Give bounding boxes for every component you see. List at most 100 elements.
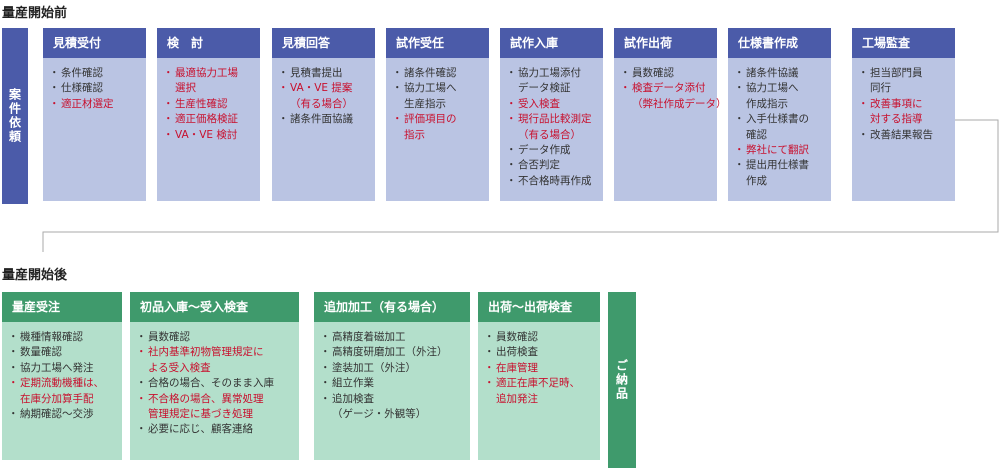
pre-step-5: 試作入庫協力工場添付データ検証受入検査現行品比較測定（有る場合）データ作成合否判… [500, 28, 603, 201]
step-detail-line: 出荷検査 [484, 345, 594, 361]
step-details: 員数確認出荷検査在庫管理適正在庫不足時、追加発注 [478, 322, 600, 460]
step-detail-line: 選択 [175, 82, 196, 95]
step-details: 諸条件確認協力工場へ生産指示評価項目の指示 [386, 58, 489, 201]
step-detail-line: データ検証 [518, 82, 571, 95]
step-detail-line: 諸条件協議 [734, 66, 825, 82]
step-detail-line: 協力工場へ [392, 81, 483, 97]
step-details: 見積書提出VA・VE 提案（有る場合） 諸条件面協議 [272, 58, 375, 201]
step-detail-line: 現行品比較測定 [506, 112, 597, 128]
post-step-3: 追加加工（有る場合）高精度着磁加工高精度研磨加工（外注）塗装加工（外注）組立作業… [314, 292, 470, 460]
step-detail-line: 見積書提出 [278, 66, 369, 82]
step-title: 出荷～出荷検査 [478, 292, 600, 322]
end-label-delivery: ご納品 [608, 292, 636, 468]
step-detail-line: 員数確認 [484, 330, 594, 346]
step-detail-line: 管理規定に基づき処理 [148, 408, 253, 421]
step-detail-line: 機種情報確認 [8, 330, 116, 346]
post-production-title: 量産開始後 [2, 268, 68, 283]
step-detail-line: 評価項目の [392, 112, 483, 128]
step-detail-line: 適正材選定 [49, 97, 140, 113]
step-detail-line: 受入検査 [506, 97, 597, 113]
step-detail-line: 追加発注 [496, 392, 538, 405]
step-detail-line: 不合格の場合、異常処理 [136, 392, 293, 408]
step-detail-line: 仕様確認 [49, 81, 140, 97]
pre-step-3: 見積回答見積書提出VA・VE 提案（有る場合） 諸条件面協議 [272, 28, 375, 201]
step-detail-line: 在庫分加算手配 [20, 392, 94, 405]
step-detail-line: 改善事項に [858, 97, 949, 113]
step-detail-line: 定期流動機種は、 [8, 376, 116, 392]
step-detail-line: 確認 [746, 128, 767, 141]
step-detail-line: 諸条件確認 [392, 66, 483, 82]
step-detail-line: 指示 [404, 128, 425, 141]
step-detail-line: 適正在庫不足時、 [484, 376, 594, 392]
step-detail-line: 検査データ添付 [620, 81, 711, 97]
step-details: 諸条件協議協力工場へ作成指示入手仕様書の確認弊社にて翻訳提出用仕様書作成 [728, 58, 831, 201]
pre-step-4: 試作受任諸条件確認協力工場へ生産指示評価項目の指示 [386, 28, 489, 201]
step-detail-line: 必要に応じ、顧客連絡 [136, 422, 293, 438]
step-detail-line: 入手仕様書の [734, 112, 825, 128]
step-detail-line: データ作成 [506, 143, 597, 159]
step-detail-line: 高精度研磨加工（外注） [320, 345, 464, 361]
step-detail-line: VA・VE 提案 [278, 81, 369, 97]
step-detail-line: 協力工場へ発注 [8, 361, 116, 377]
step-detail-line: 協力工場へ [734, 81, 825, 97]
step-title: 見積受付 [43, 28, 146, 58]
step-detail-line: 員数確認 [136, 330, 293, 346]
step-title: 試作出荷 [614, 28, 717, 58]
step-detail-line: 作成 [746, 174, 767, 187]
step-detail-line: よる受入検査 [148, 361, 211, 374]
step-detail-line: 不合格時再作成 [506, 174, 597, 190]
step-detail-line: 作成指示 [746, 97, 788, 110]
step-detail-line: 生産性確認 [163, 97, 254, 113]
step-title: 初品入庫～受入検査 [130, 292, 299, 322]
step-detail-line: 最適協力工場 [163, 66, 254, 82]
step-detail-line: 数量確認 [8, 345, 116, 361]
step-title: 工場監査 [852, 28, 955, 58]
step-details: 最適協力工場選択生産性確認適正価格検証VA・VE 検討 [157, 58, 260, 201]
step-title: 追加加工（有る場合） [314, 292, 470, 322]
step-details: 機種情報確認数量確認協力工場へ発注定期流動機種は、在庫分加算手配納期確認～交渉 [2, 322, 122, 460]
post-step-2: 初品入庫～受入検査員数確認社内基準初物管理規定による受入検査合格の場合、そのまま… [130, 292, 299, 460]
step-detail-line: 改善結果報告 [858, 128, 949, 144]
step-details: 条件確認仕様確認適正材選定 [43, 58, 146, 201]
step-detail-line: 同行 [870, 82, 891, 95]
step-details: 員数確認社内基準初物管理規定による受入検査合格の場合、そのまま入庫不合格の場合、… [130, 322, 299, 460]
step-detail-line: 在庫管理 [484, 361, 594, 377]
step-title: 量産受注 [2, 292, 122, 322]
step-detail-line: 納期確認～交渉 [8, 407, 116, 423]
step-detail-line: 条件確認 [49, 66, 140, 82]
step-detail-line: 協力工場添付 [506, 66, 597, 82]
step-title: 試作受任 [386, 28, 489, 58]
pre-step-6: 試作出荷員数確認検査データ添付（弊社作成データ） [614, 28, 727, 201]
step-detail-line: （ゲージ・外観等） [332, 408, 427, 421]
step-detail-line: 対する指導 [870, 113, 923, 126]
step-detail-line: （有る場合） [290, 97, 353, 110]
step-detail-line: 担当部門員 [858, 66, 949, 82]
step-detail-line: 弊社にて翻訳 [734, 143, 825, 159]
step-detail-line: 提出用仕様書 [734, 158, 825, 174]
step-detail-line: 組立作業 [320, 376, 464, 392]
start-label-request: 案件依頼 [2, 28, 28, 204]
step-detail-line: 諸条件面協議 [278, 112, 369, 128]
step-details: 員数確認検査データ添付（弊社作成データ） [614, 58, 727, 201]
post-step-1: 量産受注機種情報確認数量確認協力工場へ発注定期流動機種は、在庫分加算手配納期確認… [2, 292, 122, 460]
post-step-4: 出荷～出荷検査員数確認出荷検査在庫管理適正在庫不足時、追加発注 [478, 292, 600, 460]
step-detail-line: 社内基準初物管理規定に [136, 345, 293, 361]
pre-step-7: 仕様書作成諸条件協議協力工場へ作成指示入手仕様書の確認弊社にて翻訳提出用仕様書作… [728, 28, 831, 201]
step-detail-line: 塗装加工（外注） [320, 361, 464, 377]
pre-production-title: 量産開始前 [2, 6, 68, 21]
step-detail-line: VA・VE 検討 [163, 128, 254, 144]
step-detail-line: （弊社作成データ） [632, 97, 727, 110]
step-detail-line: 合格の場合、そのまま入庫 [136, 376, 293, 392]
step-details: 協力工場添付データ検証受入検査現行品比較測定（有る場合）データ作成合否判定不合格… [500, 58, 603, 201]
step-title: 見積回答 [272, 28, 375, 58]
step-detail-line: 追加検査 [320, 392, 464, 408]
step-detail-line: 生産指示 [404, 97, 446, 110]
pre-step-8: 工場監査担当部門員同行改善事項に対する指導改善結果報告 [852, 28, 955, 201]
step-title: 仕様書作成 [728, 28, 831, 58]
pre-step-2: 検 討最適協力工場選択生産性確認適正価格検証VA・VE 検討 [157, 28, 260, 201]
step-detail-line: 員数確認 [620, 66, 711, 82]
step-detail-line: 適正価格検証 [163, 112, 254, 128]
step-title: 検 討 [157, 28, 260, 58]
pre-step-1: 見積受付条件確認仕様確認適正材選定 [43, 28, 146, 201]
